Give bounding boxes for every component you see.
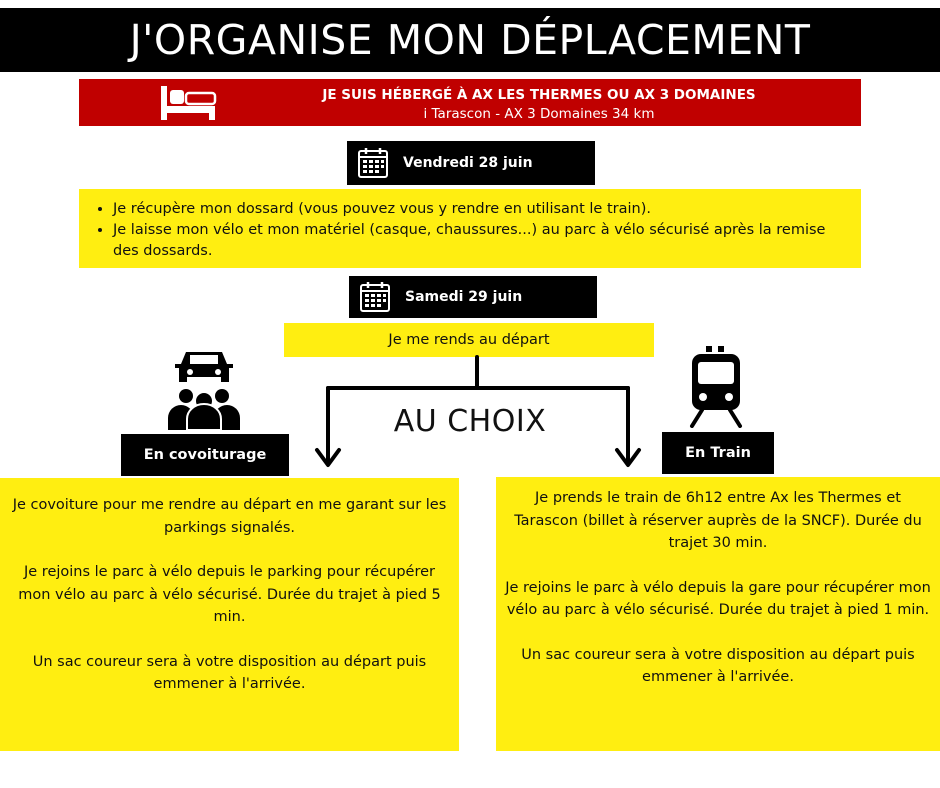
list-item: Je récupère mon dossard (vous pouvez vou… <box>113 199 841 220</box>
friday-task-list: Je récupère mon dossard (vous pouvez vou… <box>79 189 861 268</box>
departure-box: Je me rends au départ <box>284 323 654 357</box>
train-label: En Train <box>662 432 774 474</box>
carpool-paragraph: Je covoiture pour me rendre au départ en… <box>12 497 447 536</box>
page-title: J'ORGANISE MON DÉPLACEMENT <box>0 8 940 72</box>
carpool-paragraph: Je rejoins le parc à vélo depuis le park… <box>18 564 441 625</box>
train-info-box: Je prends le train de 6h12 entre Ax les … <box>496 477 940 751</box>
carpool-icon <box>168 352 240 431</box>
carpool-label: En covoiturage <box>121 434 289 476</box>
lodging-distance: i Tarascon - AX 3 Domaines 34 km <box>423 106 655 122</box>
saturday-date-label: Samedi 29 juin <box>405 289 523 305</box>
saturday-date-box: Samedi 29 juin <box>349 276 597 318</box>
carpool-paragraph: Un sac coureur sera à votre disposition … <box>32 653 427 693</box>
choice-label: AU CHOIX <box>393 404 547 439</box>
train-icon <box>690 346 742 428</box>
carpool-info-box: Je covoiture pour me rendre au départ en… <box>0 478 459 751</box>
list-item: Je laisse mon vélo et mon matériel (casq… <box>113 220 841 262</box>
lodging-banner: JE SUIS HÉBERGÉ À AX LES THERMES OU AX 3… <box>79 79 861 126</box>
train-paragraph: Un sac coureur sera à votre disposition … <box>521 646 915 686</box>
train-paragraph: Je prends le train de 6h12 entre Ax les … <box>514 490 922 551</box>
train-paragraph: Je rejoins le parc à vélo depuis la gare… <box>505 579 931 619</box>
friday-date-label: Vendredi 28 juin <box>403 155 533 171</box>
calendar-icon <box>360 282 390 312</box>
bed-icon <box>161 86 217 120</box>
friday-date-box: Vendredi 28 juin <box>347 141 595 185</box>
calendar-icon <box>358 148 388 178</box>
lodging-heading: JE SUIS HÉBERGÉ À AX LES THERMES OU AX 3… <box>322 87 756 103</box>
